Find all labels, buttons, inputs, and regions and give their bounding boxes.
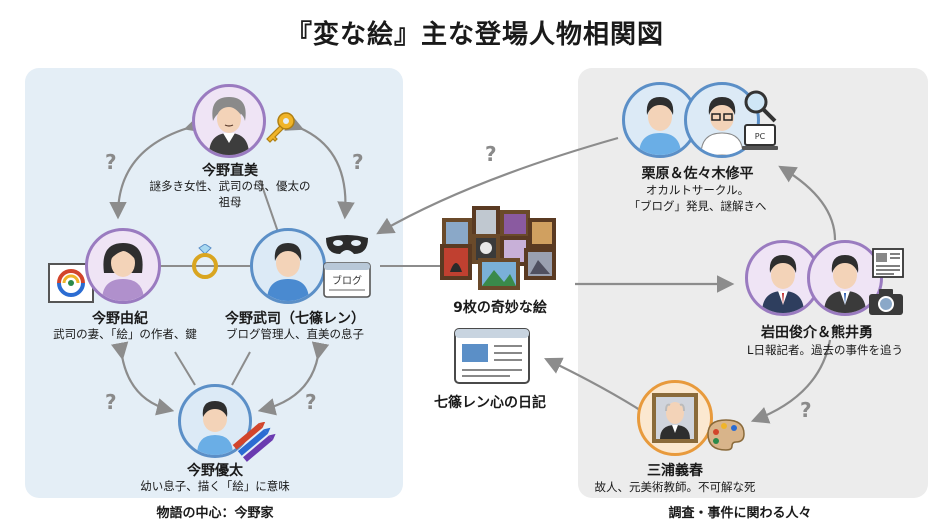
- desc-naomi-line1: 謎多き女性、武司の母、優太の: [149, 179, 311, 193]
- desc-kurihara-line1: オカルトサークル。: [645, 183, 750, 197]
- family-panel-caption: 物語の中心：今野家: [156, 506, 274, 521]
- desc-takeshi: ブログ管理人、直美の息子: [226, 327, 364, 341]
- name-iwata: 岩田俊介＆熊井勇: [761, 325, 873, 341]
- question-mark: ?: [485, 142, 497, 166]
- desc-naomi-line2: 祖母: [218, 195, 242, 209]
- edge-kurihara-takeshi: [376, 136, 619, 235]
- name-kurihara: 栗原＆佐々木修平: [641, 166, 754, 182]
- edge-iwata-miura: [750, 339, 832, 424]
- blog-icon: ブログ: [323, 262, 371, 302]
- avatar-yuki: [85, 228, 161, 304]
- name-naomi: 今野直美: [202, 163, 258, 179]
- edge-naomi-takeshi: [284, 114, 355, 220]
- swirl-painting-icon: [48, 263, 94, 307]
- name-paintings: 9枚の奇妙な絵: [453, 300, 547, 316]
- edge-yuki-yuta: [110, 341, 175, 416]
- question-mark: ?: [800, 398, 812, 422]
- avatar-pair-kurihara: [622, 82, 772, 162]
- name-miura: 三浦義春: [647, 463, 703, 479]
- avatar-takeshi: [250, 228, 326, 304]
- desc-kurihara: オカルトサークル。 「ブログ」発見、謎解きへ: [610, 182, 785, 214]
- ring-icon: [190, 243, 220, 284]
- blog-icon-label: ブログ: [332, 274, 362, 287]
- name-diary: 七篠レン心の日記: [434, 395, 546, 411]
- edge-naomi-takeshi-parent: [259, 179, 279, 233]
- mask-icon: [324, 232, 370, 262]
- question-mark: ?: [305, 390, 317, 414]
- desc-yuki: 武司の妻、「絵」の作者、鍵: [53, 327, 197, 341]
- desc-iwata: L日報記者。過去の事件を追う: [747, 343, 903, 357]
- investigators-panel-caption: 調査・事件に関わる人々: [668, 506, 812, 521]
- edge-yuta-parent-a: [174, 351, 196, 386]
- key-icon: [262, 110, 298, 150]
- question-mark: ?: [105, 390, 117, 414]
- desc-kurihara-line2: 「ブログ」発見、謎解きへ: [628, 199, 767, 213]
- question-mark: ?: [105, 150, 117, 174]
- name-yuki: 今野由紀: [92, 311, 148, 327]
- edge-naomi-yuki: [109, 115, 204, 220]
- diary-browser-icon: [454, 328, 530, 388]
- page-title: 『変な絵』主な登場人物相関図: [285, 20, 664, 50]
- question-mark: ?: [352, 150, 364, 174]
- name-takeshi: 今野武司（七篠レン）: [225, 311, 365, 327]
- avatar-miura: [637, 380, 713, 456]
- edge-iwata-kurihara: [778, 165, 837, 241]
- desc-naomi: 謎多き女性、武司の母、優太の 祖母: [125, 178, 335, 210]
- avatar-naomi: [192, 84, 266, 158]
- name-yuta: 今野優太: [187, 463, 243, 479]
- avatar-kumai: [807, 240, 883, 316]
- crayons-icon: [232, 421, 278, 466]
- desc-miura: 故人、元美術教師。不可解な死: [594, 480, 756, 494]
- newspaper-icon: [872, 248, 904, 282]
- edge-miura-diary: [544, 357, 641, 411]
- palette-icon: [706, 418, 746, 456]
- edge-yuta-parent-b: [231, 351, 251, 386]
- edge-takeshi-yuta: [257, 341, 330, 416]
- camera-icon: [868, 288, 904, 320]
- avatar-pair-iwata: [745, 240, 895, 320]
- paintings-icon: [438, 204, 558, 296]
- magnifier-icon: [742, 88, 778, 128]
- pc-icon: PC: [742, 124, 778, 156]
- desc-yuta: 幼い息子、描く「絵」に意味: [140, 479, 290, 493]
- pc-icon-label: PC: [755, 132, 766, 141]
